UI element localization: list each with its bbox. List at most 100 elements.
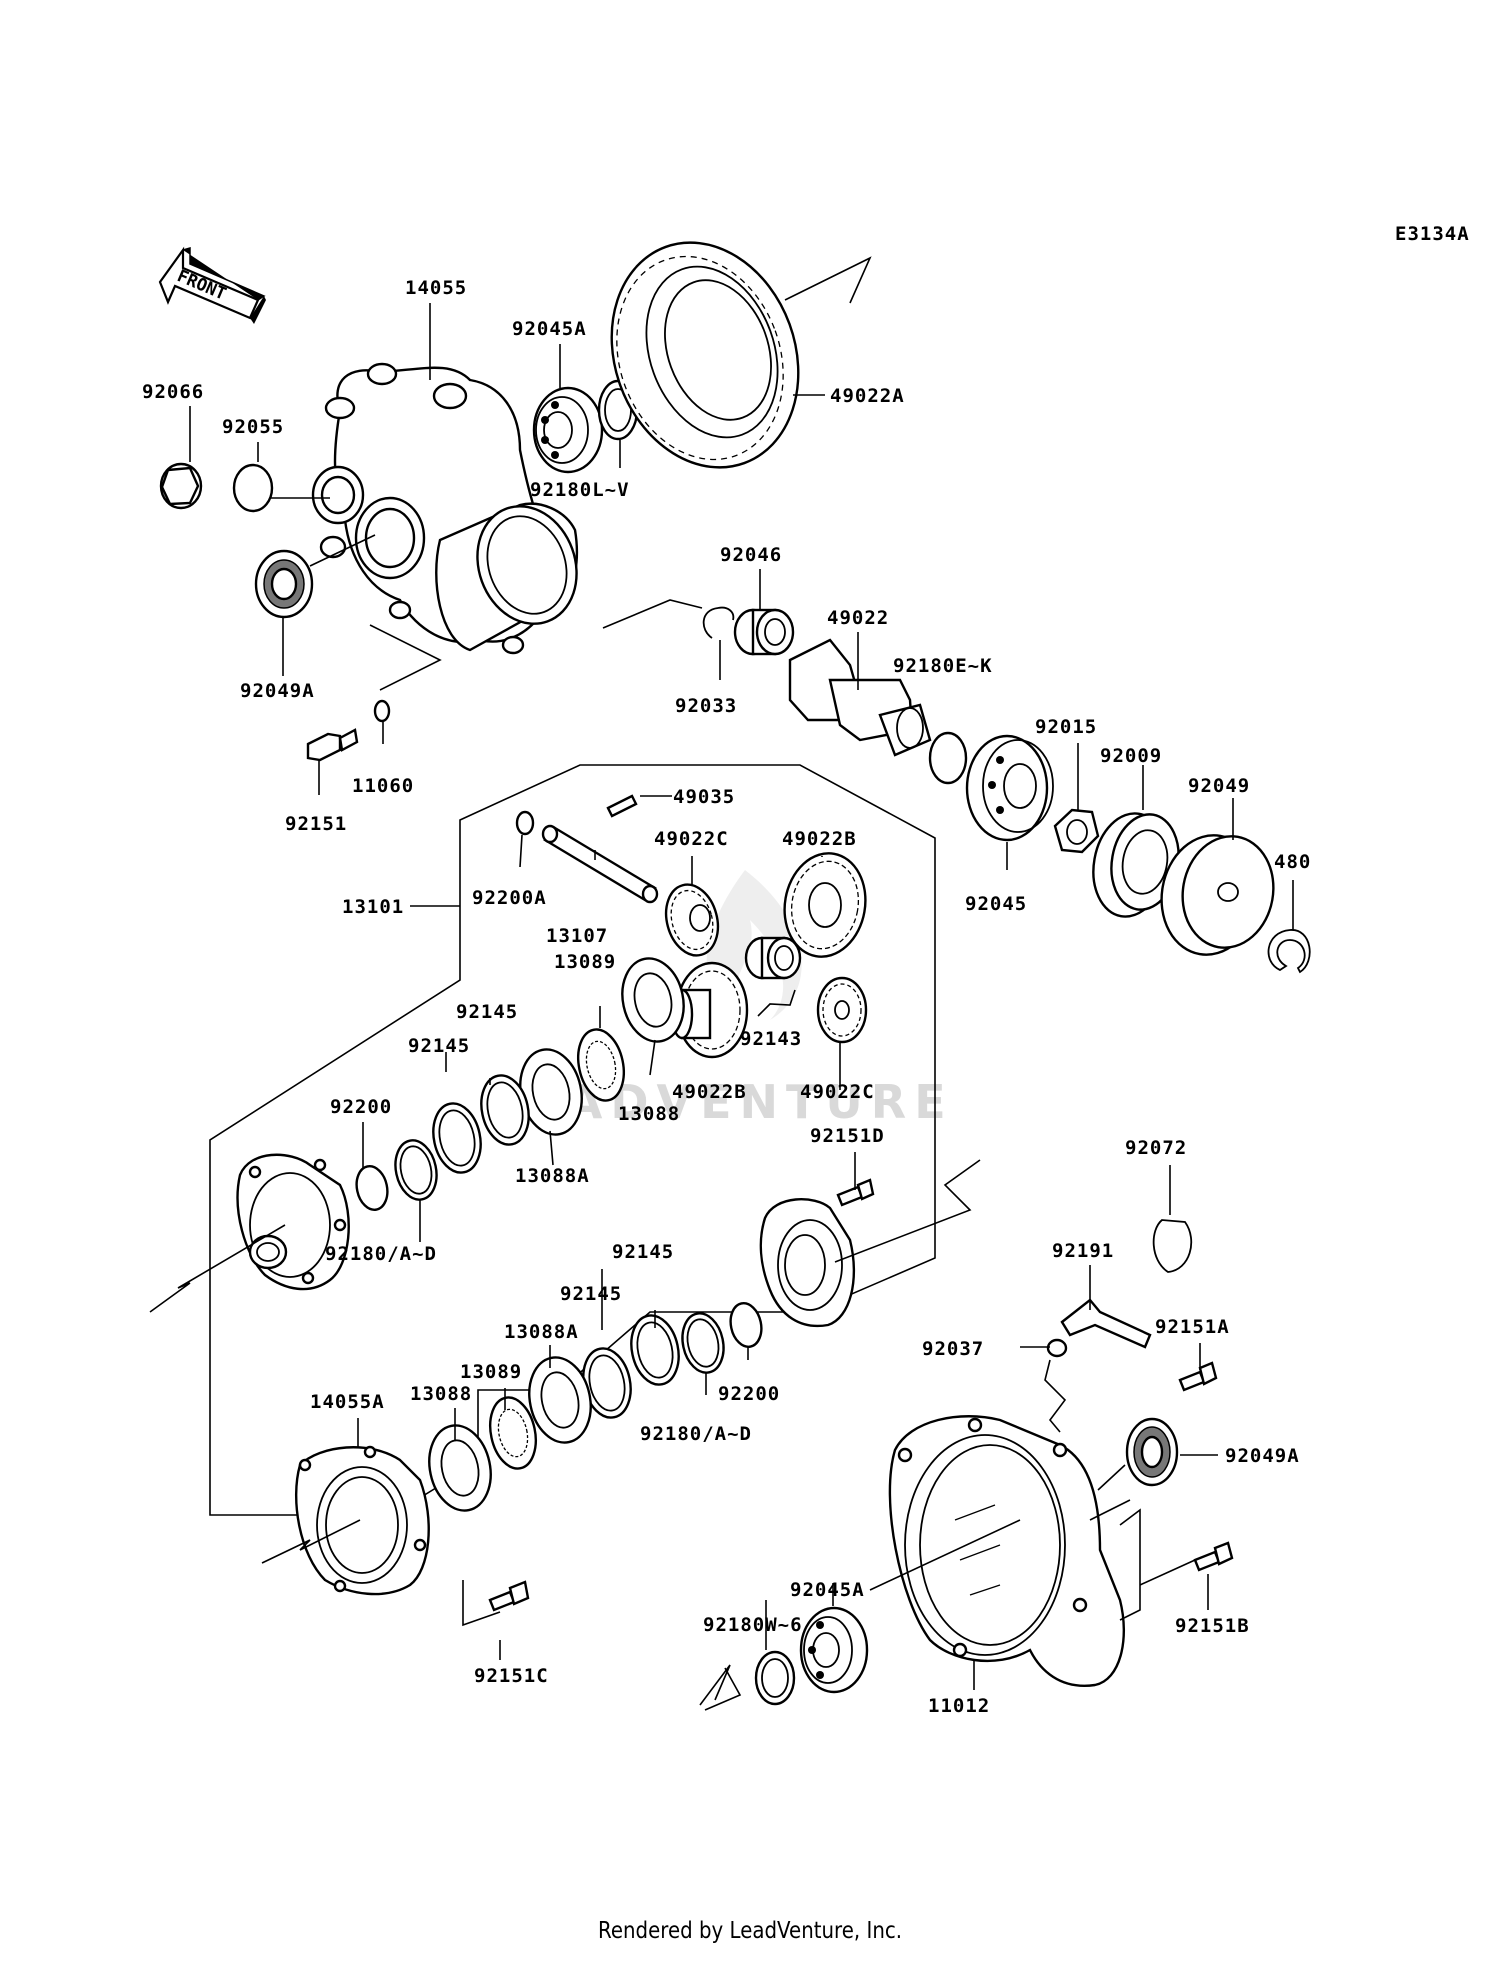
needle-bearing-92046	[733, 608, 795, 656]
cover-14055A	[294, 1445, 430, 1596]
clip-92037	[1046, 1338, 1068, 1358]
washer-92200-right	[729, 1302, 763, 1348]
part-label: 92151	[285, 813, 347, 835]
part-label: 92143	[740, 1028, 802, 1050]
seal-92049	[1160, 834, 1275, 956]
housing-11012	[888, 1415, 1126, 1687]
seal-92049A-top	[254, 549, 314, 619]
shaft-13107	[541, 824, 659, 904]
part-label: 13088A	[504, 1321, 579, 1343]
bolt-92151B	[1193, 1541, 1234, 1572]
hose-92191	[1060, 1298, 1152, 1349]
part-label: 13088A	[515, 1165, 590, 1187]
ring-gear-49022A	[610, 241, 800, 469]
front-arrow-icon: FRONT	[158, 246, 266, 324]
leader-lines	[149, 256, 1294, 1711]
part-label: 13088	[618, 1103, 680, 1125]
circlip-480	[1267, 929, 1311, 974]
part-label: 14055	[405, 277, 467, 299]
part-label: 92055	[222, 416, 284, 438]
friction-plate-13088-top	[621, 957, 685, 1043]
washer-92145-b	[432, 1102, 482, 1174]
part-label: 92046	[720, 544, 782, 566]
bevel-gear-49022C-mid	[816, 976, 868, 1044]
part-label: 49022C	[654, 828, 729, 850]
part-label: 92180/A~D	[640, 1423, 752, 1445]
seal-92049A-bot	[1125, 1417, 1179, 1487]
part-label: 11060	[352, 775, 414, 797]
part-label: 92145	[560, 1283, 622, 1305]
part-label: 92151C	[474, 1665, 549, 1687]
part-label: 92180/A~D	[325, 1243, 437, 1265]
part-label: 92151D	[810, 1125, 885, 1147]
housing-14055	[311, 362, 579, 655]
washer-92145-a	[480, 1074, 530, 1146]
oring-92055	[232, 463, 274, 513]
front-arrow-label: FRONT	[174, 266, 229, 304]
part-label: 92145	[408, 1035, 470, 1057]
part-label: 13101	[342, 896, 404, 918]
pinion-gear-49022	[788, 638, 932, 757]
bearing-92045A-bot	[799, 1606, 869, 1694]
circlip-92033	[702, 606, 735, 639]
shim-92180W6	[754, 1650, 796, 1706]
part-label: 92037	[922, 1338, 984, 1360]
part-label: 92180E~K	[893, 655, 993, 677]
part-label: 480	[1274, 851, 1311, 873]
washer-11060	[373, 699, 391, 723]
shim-92180AD-right	[681, 1312, 725, 1374]
bearing-92045	[965, 734, 1054, 842]
part-label: 92045A	[790, 1579, 865, 1601]
washer-92200A	[515, 810, 535, 836]
nut-92015	[1053, 808, 1100, 854]
washer-92200-left	[355, 1165, 389, 1211]
part-label: 92145	[456, 1001, 518, 1023]
part-label: 49035	[673, 786, 735, 808]
part-label: 92200	[718, 1383, 780, 1405]
plug-92066	[159, 462, 203, 510]
part-label: 13088	[410, 1383, 472, 1405]
washer-92145-d	[582, 1347, 632, 1419]
clamp-92072	[1152, 1219, 1193, 1273]
part-label: 11012	[928, 1695, 990, 1717]
part-label: 49022B	[782, 828, 857, 850]
part-label: 13107	[546, 925, 608, 947]
friction-plate-13088-bot	[428, 1424, 492, 1512]
bolt-92151D	[836, 1178, 875, 1207]
part-label: 49022A	[830, 385, 905, 407]
part-label: 92200	[330, 1096, 392, 1118]
friction-plate-13088A-bot	[528, 1356, 592, 1444]
bushing-92143	[744, 936, 802, 980]
bolt-92151C	[488, 1580, 530, 1612]
part-label: 92151A	[1155, 1316, 1230, 1338]
part-label: 92191	[1052, 1240, 1114, 1262]
part-label: 49022	[827, 607, 889, 629]
part-label: 14055A	[310, 1391, 385, 1413]
part-label: 49022C	[800, 1081, 875, 1103]
part-label: 92045	[965, 893, 1027, 915]
diff-case-hub-right	[759, 1198, 856, 1328]
part-label: 49022B	[672, 1081, 747, 1103]
part-label: 92049	[1188, 775, 1250, 797]
bevel-gear-49022C-top	[664, 883, 720, 957]
part-label: 92049A	[240, 680, 315, 702]
part-label: 92009	[1100, 745, 1162, 767]
part-label: 92151B	[1175, 1615, 1250, 1637]
bolt-92151A	[1178, 1361, 1218, 1392]
diagram-code: E3134A	[1395, 223, 1470, 245]
part-label: 92180W~6	[703, 1614, 803, 1636]
shim-92180AD-left	[394, 1139, 438, 1201]
side-gear-49022B-top	[783, 852, 867, 958]
part-label: 92015	[1035, 716, 1097, 738]
diff-case-hub-left	[236, 1153, 350, 1291]
washer-92145-c	[630, 1314, 680, 1386]
part-label: 92145	[612, 1241, 674, 1263]
disc-13089-top	[577, 1028, 625, 1102]
part-label: 13089	[554, 951, 616, 973]
part-labels: 14055 92045A 49022A 92066 92055 92180L~V…	[142, 277, 1311, 1717]
part-label: 13089	[460, 1361, 522, 1383]
part-label: 92049A	[1225, 1445, 1300, 1467]
part-label: 92033	[675, 695, 737, 717]
pin-49035	[606, 794, 638, 818]
